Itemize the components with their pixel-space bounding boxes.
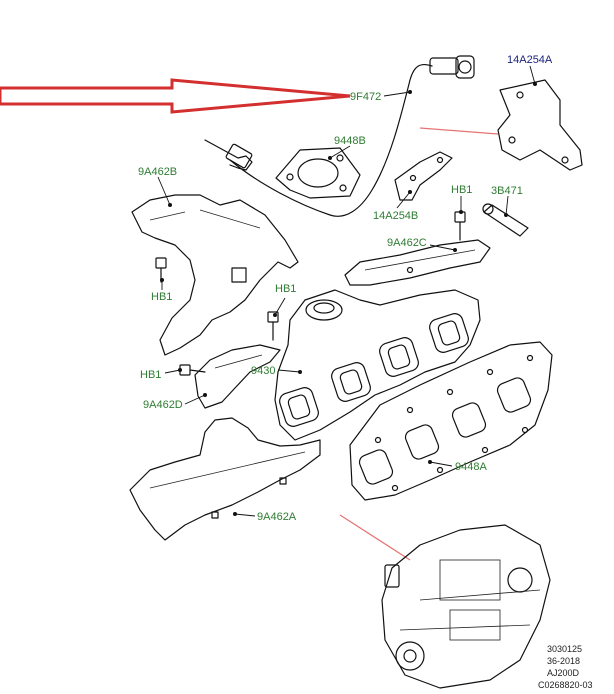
bolt-HB1-top-right: [454, 211, 466, 241]
label-HB1-mid: HB1: [275, 283, 296, 295]
bolt-HB1-left-lower: [179, 364, 206, 376]
footer-line-3: AJ200D: [547, 668, 580, 678]
heat-shield-9A462A: [129, 417, 321, 541]
label-9A462B: 9A462B: [138, 166, 177, 178]
label-9448B: 9448B: [334, 135, 366, 147]
label-14A254A: 14A254A: [507, 54, 553, 66]
footer-line-4: C0268820-03: [538, 680, 593, 690]
label-9430: 9430: [251, 365, 275, 377]
label-HB1-top-right: HB1: [451, 184, 472, 196]
exhaust-manifold-9430: [274, 289, 481, 441]
gasket-9448B: [275, 147, 361, 199]
bracket-14A254A: [497, 79, 583, 171]
bolt-HB1-mid: [267, 311, 279, 341]
label-9F472: 9F472: [350, 91, 381, 103]
label-9A462D: 9A462D: [143, 399, 183, 411]
label-3B471: 3B471: [491, 185, 523, 197]
red-pointer-arrow: [0, 78, 351, 114]
oxygen-sensor-9F472: [204, 55, 475, 217]
footer-line-1: 3030125: [547, 644, 582, 654]
footer-reference: 3030125 36-2018 AJ200D C0268820-03: [538, 644, 593, 690]
engine-thumbnail: [381, 524, 551, 689]
stud-3B471: [482, 203, 529, 237]
heat-shield-9A462B: [131, 194, 299, 356]
leader-lines: [157, 65, 537, 517]
label-14A254B: 14A254B: [373, 210, 418, 222]
bracket-14A254B: [394, 151, 453, 201]
red-callout-lines: [339, 127, 499, 561]
label-9A462C: 9A462C: [387, 237, 427, 249]
label-9A462A: 9A462A: [257, 511, 297, 523]
footer-line-2: 36-2018: [547, 656, 580, 666]
heat-shield-9A462D: [194, 344, 281, 409]
label-HB1-left-upper: HB1: [151, 291, 172, 303]
heat-shield-9A462C: [344, 239, 491, 286]
label-HB1-left-lower: HB1: [140, 369, 161, 381]
label-9448A: 9448A: [455, 461, 487, 473]
part-labels: 9F472 14A254A 9448B 9A462B 14A254B HB1 3…: [138, 54, 553, 523]
manifold-gasket-9448A: [349, 341, 553, 501]
